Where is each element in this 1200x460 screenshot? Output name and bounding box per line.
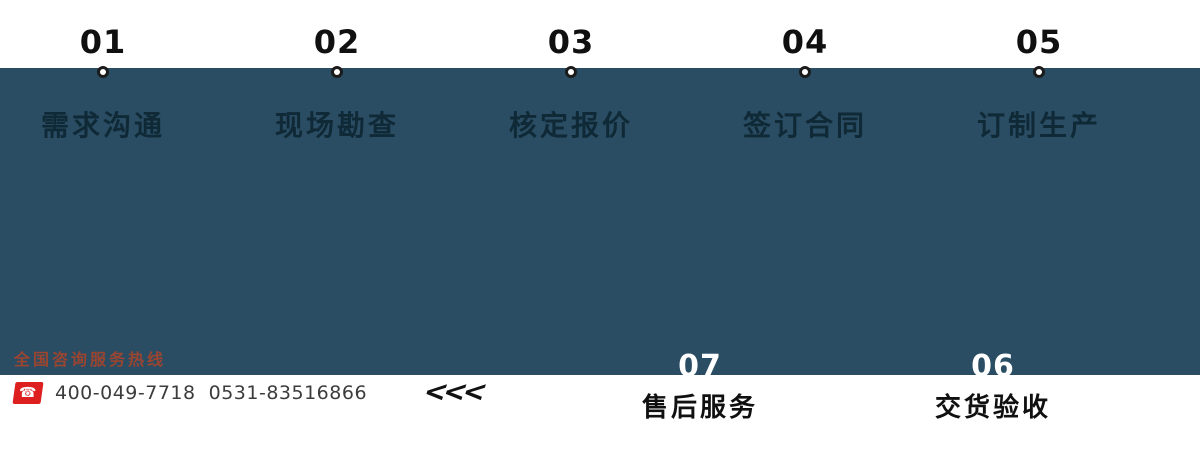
step-label: 订制生产 — [976, 108, 1102, 142]
step-07: 07 售后服务 — [642, 350, 758, 424]
step-02: 02 现场勘查 — [275, 24, 399, 144]
step-number: 07 — [678, 349, 722, 384]
step-number: 01 — [79, 23, 127, 61]
step-04: 04 签订合同 — [743, 24, 867, 144]
hotline-title: 全国咨询服务热线 — [14, 350, 167, 369]
step-number: 05 — [1015, 23, 1063, 61]
flow-arrows-left-icon: <<< — [418, 375, 488, 408]
step-dot-icon — [330, 65, 343, 78]
step-03: 03 核定报价 — [509, 24, 633, 144]
background-band — [0, 68, 1200, 375]
step-label: 签订合同 — [742, 108, 868, 142]
hotline-row: ☎ 400-049-7718 0531-83516866 — [12, 382, 368, 404]
step-dot-icon — [798, 65, 811, 78]
hotline-block: 全国咨询服务热线 ☎ 400-049-7718 0531-83516866 — [12, 346, 368, 404]
step-label: 核定报价 — [508, 108, 634, 142]
step-06: 06 交货验收 — [935, 350, 1051, 424]
step-label: 交货验收 — [934, 393, 1052, 423]
step-number: 03 — [547, 23, 595, 61]
step-number: 04 — [781, 23, 829, 61]
step-dot-icon — [564, 65, 577, 78]
step-number: 06 — [971, 349, 1015, 384]
phone-icon: ☎ — [12, 382, 44, 404]
step-label: 现场勘查 — [274, 108, 400, 142]
step-number: 02 — [313, 23, 361, 61]
step-label: 售后服务 — [641, 393, 759, 423]
phone-glyph: ☎ — [19, 385, 37, 401]
step-label: 需求沟通 — [40, 108, 166, 142]
step-05: 05 订制生产 — [977, 24, 1101, 144]
step-dot-icon — [96, 65, 109, 78]
hotline-number-secondary: 0531-83516866 — [208, 382, 368, 404]
step-dot-icon — [1032, 65, 1045, 78]
hotline-number-primary: 400-049-7718 — [55, 382, 196, 404]
step-01: 01 需求沟通 — [41, 24, 165, 144]
